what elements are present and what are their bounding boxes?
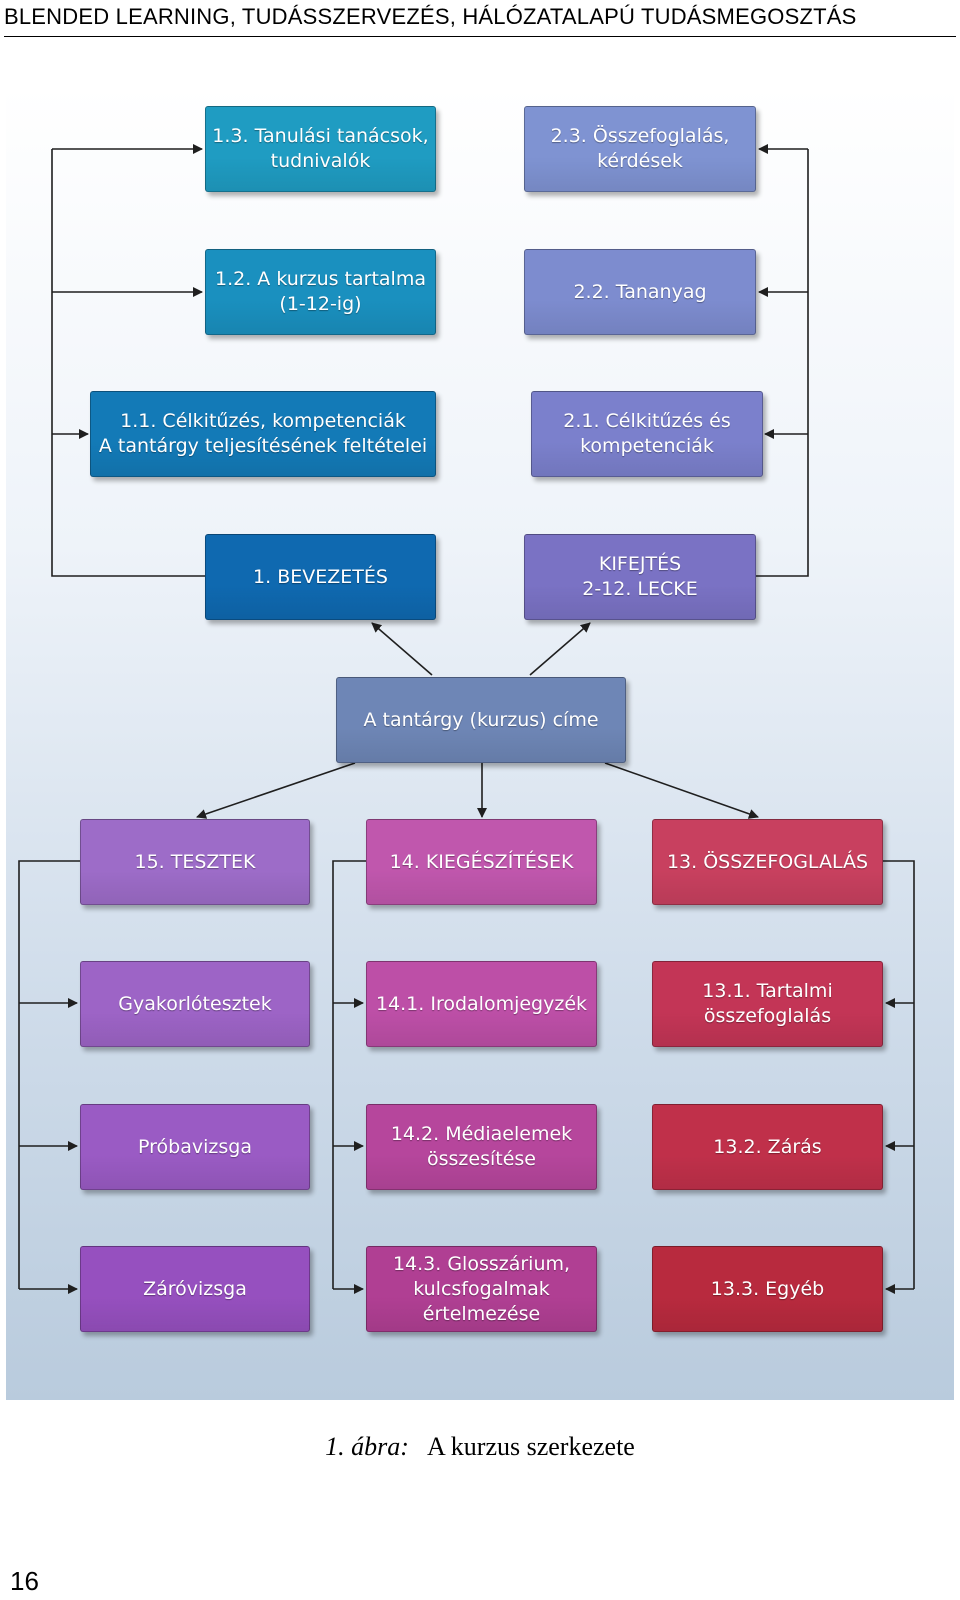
running-header: BLENDED LEARNING, TUDÁSSZERVEZÉS, HÁLÓZA… xyxy=(4,4,857,29)
node-2-3-summary-questions: 2.3. Összefoglalás, kérdések xyxy=(524,106,756,192)
node-2-2-material: 2.2. Tananyag xyxy=(524,249,756,335)
node-13-summary: 13. ÖSSZEFOGLALÁS xyxy=(652,819,883,905)
arrow-root-to-tests xyxy=(196,762,356,819)
node-14-3-glossary: 14.3. Glosszárium, kulcsfogalmak értelme… xyxy=(366,1246,597,1332)
node-13-2-closing: 13.2. Zárás xyxy=(652,1104,883,1190)
node-1-3-learning-tips: 1.3. Tanulási tanácsok, tudnivalók xyxy=(205,106,436,192)
node-course-title: A tantárgy (kurzus) címe xyxy=(336,677,626,763)
arrow-root-to-intro xyxy=(371,622,433,676)
node-15-tests: 15. TESZTEK xyxy=(80,819,310,905)
connector-body-bracket xyxy=(756,149,809,577)
node-final-exam: Záróvizsga xyxy=(80,1246,310,1332)
node-practice-tests: Gyakorlótesztek xyxy=(80,961,310,1047)
node-2-1-objectives: 2.1. Célkitűzés és kompetenciák xyxy=(531,391,763,477)
node-14-supplements: 14. KIEGÉSZÍTÉSEK xyxy=(366,819,597,905)
node-14-2-media-elements: 14.2. Médiaelemek összesítése xyxy=(366,1104,597,1190)
node-1-introduction: 1. BEVEZETÉS xyxy=(205,534,436,620)
connector-summary-bracket xyxy=(883,860,915,1289)
arrow-root-to-body xyxy=(529,622,591,676)
node-mock-exam: Próbavizsga xyxy=(80,1104,310,1190)
page-number: 16 xyxy=(10,1566,39,1596)
connector-intro-bracket xyxy=(51,149,205,577)
connector-supplements-bracket xyxy=(332,860,366,1289)
connector-tests-bracket xyxy=(18,860,80,1289)
figure-caption-text: A kurzus szerkezete xyxy=(426,1432,635,1461)
arrow-root-to-summary xyxy=(604,762,759,819)
node-1-2-course-content: 1.2. A kurzus tartalma (1-12-ig) xyxy=(205,249,436,335)
node-2-elaboration: KIFEJTÉS 2-12. LECKE xyxy=(524,534,756,620)
figure-caption: 1. ábra: A kurzus szerkezete xyxy=(0,1432,960,1462)
node-1-1-objectives: 1.1. Célkitűzés, kompetenciák A tantárgy… xyxy=(90,391,436,477)
node-13-1-content-summary: 13.1. Tartalmi összefoglalás xyxy=(652,961,883,1047)
node-13-3-other: 13.3. Egyéb xyxy=(652,1246,883,1332)
node-14-1-bibliography: 14.1. Irodalomjegyzék xyxy=(366,961,597,1047)
figure-number: 1. ábra: xyxy=(325,1432,409,1461)
header-rule xyxy=(4,36,956,37)
